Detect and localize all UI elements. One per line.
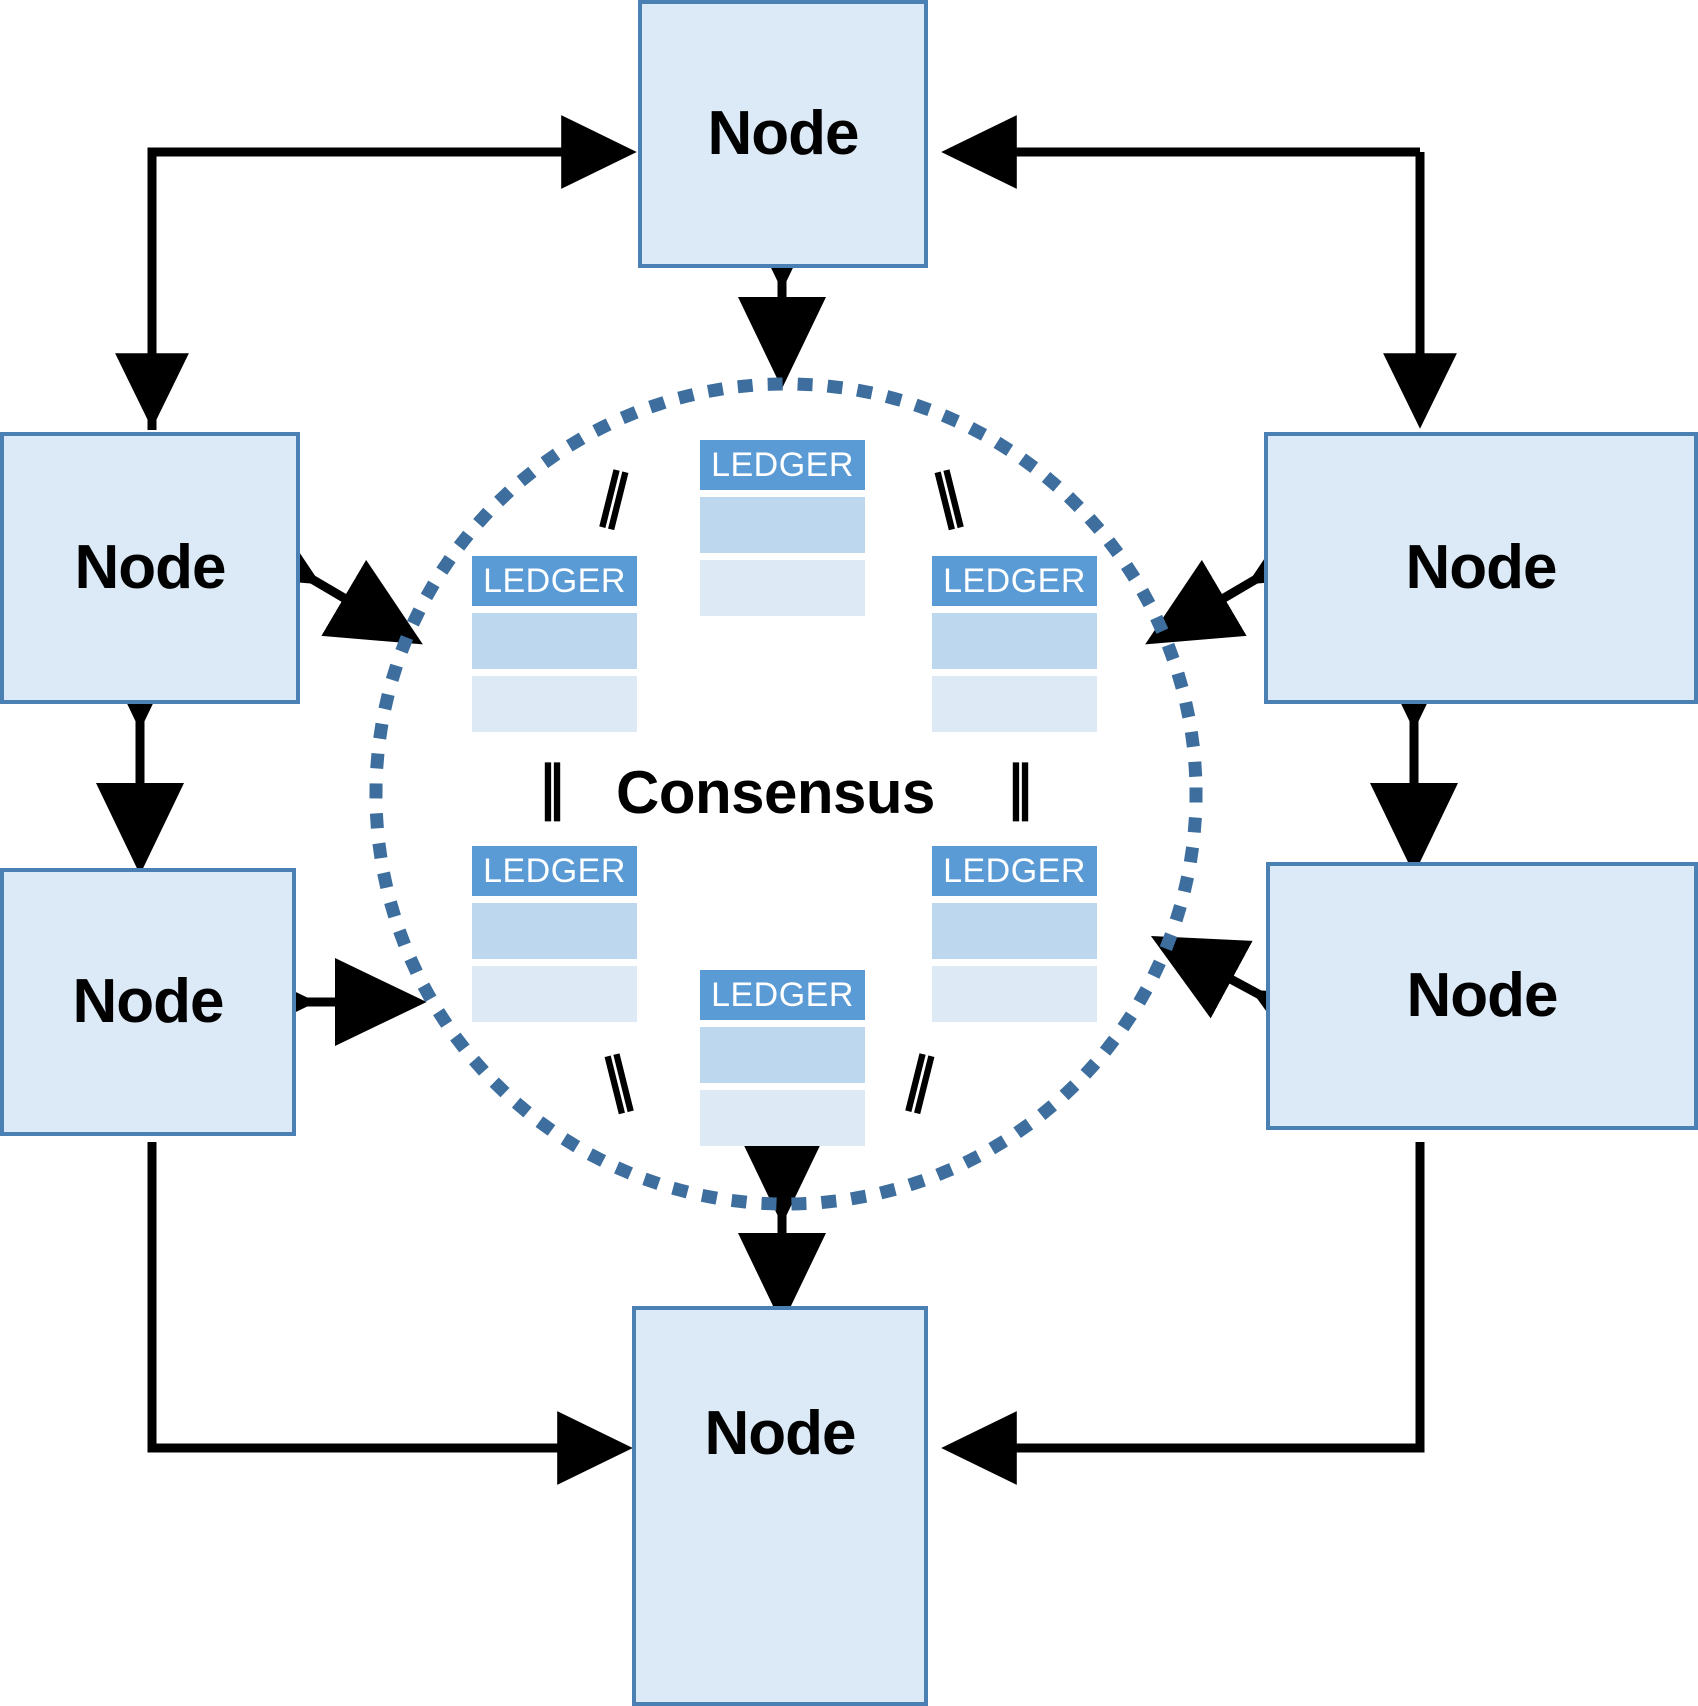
equality-mark-mid-left: ∥ xyxy=(538,756,567,821)
ledger-bottom[interactable]: LEDGER xyxy=(700,970,865,1146)
node-bottom-label: Node xyxy=(704,1399,857,1468)
ledger-right-lower[interactable]: LEDGER xyxy=(932,846,1097,1022)
wire-left-upper-to-top xyxy=(115,115,637,430)
node-right-upper[interactable]: Node xyxy=(1264,432,1698,704)
ledger-right-lower-row-2 xyxy=(932,966,1097,1022)
node-right-upper-label: Node xyxy=(1405,533,1558,602)
ledger-left-upper-label: LEDGER xyxy=(472,556,637,606)
consensus-label: Consensus xyxy=(616,759,935,826)
ledger-right-upper-row-1 xyxy=(932,613,1097,669)
ledger-bottom-row-2 xyxy=(700,1090,865,1146)
node-left-lower[interactable]: Node xyxy=(0,868,296,1136)
ledger-right-lower-row-1 xyxy=(932,903,1097,959)
node-left-upper-label: Node xyxy=(74,533,227,602)
ledger-left-lower-row-2 xyxy=(472,966,637,1022)
ledger-right-lower-label: LEDGER xyxy=(932,846,1097,896)
wire-right-lower-to-bottom xyxy=(941,1142,1425,1485)
node-right-lower-label: Node xyxy=(1406,961,1559,1030)
ledger-top-label: LEDGER xyxy=(700,440,865,490)
ledger-bottom-row-1 xyxy=(700,1027,865,1083)
consensus-circle xyxy=(369,377,1203,1211)
wire-left-upper-to-consensus xyxy=(219,499,423,645)
ledger-right-upper-label: LEDGER xyxy=(932,556,1097,606)
ledger-left-lower[interactable]: LEDGER xyxy=(472,846,637,1022)
ledger-left-upper-row-2 xyxy=(472,676,637,732)
ledger-left-upper[interactable]: LEDGER xyxy=(472,556,637,732)
ledger-left-lower-row-1 xyxy=(472,903,637,959)
wire-right-lower-to-consensus xyxy=(1150,936,1353,1073)
ledger-bottom-label: LEDGER xyxy=(700,970,865,1020)
equality-mark-mid-right: ∥ xyxy=(1006,756,1035,821)
node-right-lower[interactable]: Node xyxy=(1266,862,1698,1130)
wire-right-upper-to-consensus xyxy=(1145,499,1349,645)
node-left-lower-label: Node xyxy=(72,967,225,1036)
ledger-top-row-1 xyxy=(700,497,865,553)
wire-top-to-right-upper xyxy=(941,115,1457,429)
ledger-top[interactable]: LEDGER xyxy=(700,440,865,616)
ledger-right-upper-row-2 xyxy=(932,676,1097,732)
node-top-label: Node xyxy=(707,99,860,168)
node-top[interactable]: Node xyxy=(638,0,928,268)
node-left-upper[interactable]: Node xyxy=(0,432,300,704)
ledger-left-upper-row-1 xyxy=(472,613,637,669)
ledger-right-upper[interactable]: LEDGER xyxy=(932,556,1097,732)
ledger-left-lower-label: LEDGER xyxy=(472,846,637,896)
wire-left-lower-to-bottom xyxy=(147,1142,633,1485)
ledger-top-row-2 xyxy=(700,560,865,616)
node-bottom[interactable]: Node xyxy=(632,1306,928,1706)
